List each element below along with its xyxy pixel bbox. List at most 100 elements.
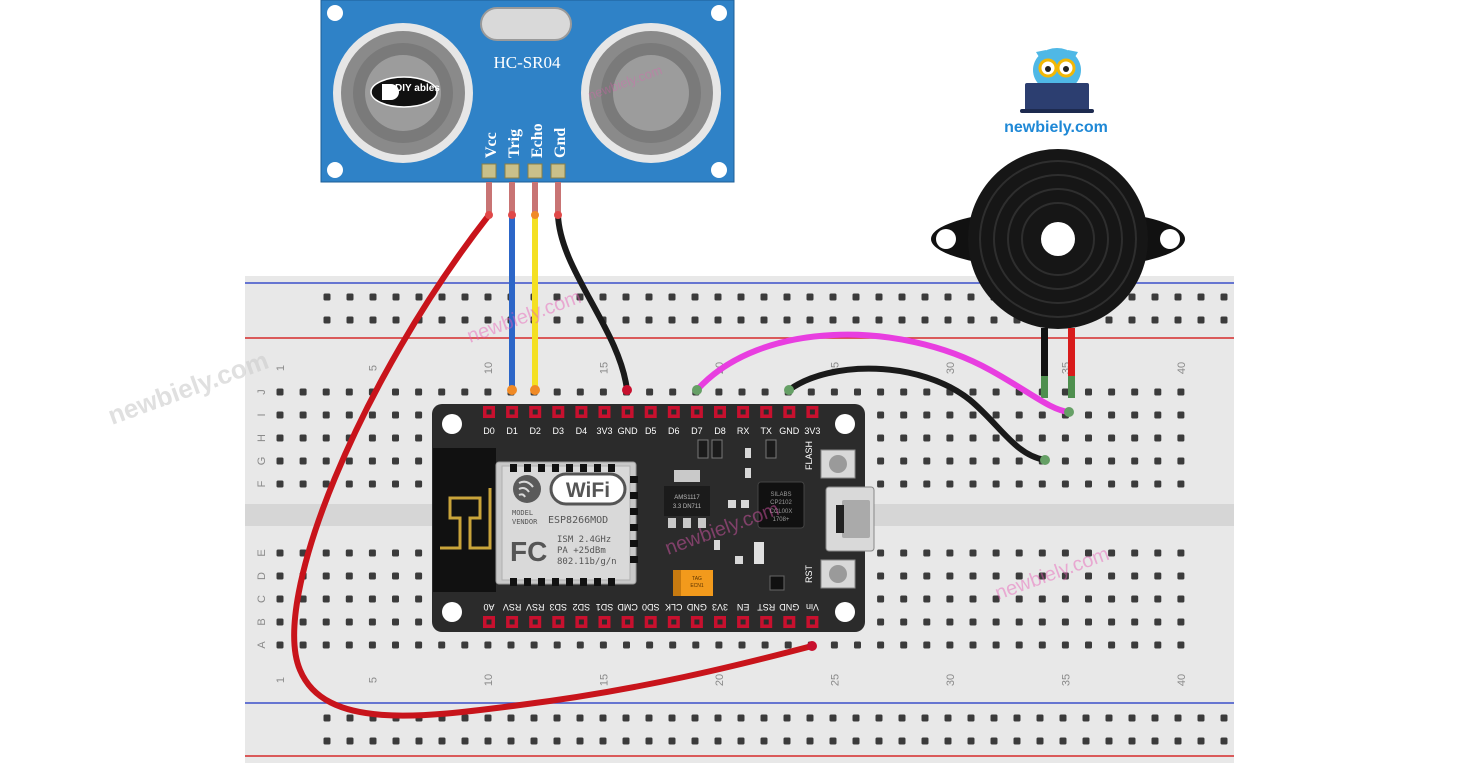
breadboard-hole	[322, 457, 330, 465]
breadboard-hole	[646, 388, 654, 396]
breadboard-hole	[1177, 549, 1185, 557]
breadboard-hole	[877, 641, 885, 649]
rail-hole	[576, 316, 584, 324]
breadboard-hole	[992, 388, 1000, 396]
rail-hole	[438, 316, 446, 324]
breadboard-hole	[276, 641, 284, 649]
breadboard-hole	[461, 388, 469, 396]
row-letter: E	[256, 549, 268, 556]
breadboard-hole	[946, 572, 954, 580]
rail-hole	[967, 714, 975, 722]
bottom-pin-label: CLK	[665, 602, 683, 612]
breadboard-hole	[322, 595, 330, 603]
piezo-buzzer-icon	[931, 149, 1185, 398]
module-model-label: MODEL	[512, 509, 533, 517]
rail-hole	[714, 293, 722, 301]
owl-laptop-icon	[1020, 48, 1094, 113]
breadboard-hole	[1015, 480, 1023, 488]
breadboard-hole	[715, 641, 723, 649]
rail-hole	[484, 316, 492, 324]
breadboard-hole	[738, 388, 746, 396]
breadboard-hole	[392, 457, 399, 465]
rail-hole	[737, 316, 745, 324]
breadboard-hole	[1131, 595, 1139, 603]
breadboard-hole	[322, 618, 330, 626]
rail-hole	[1220, 316, 1228, 324]
breadboard-hole	[923, 549, 931, 557]
bottom-pin-label: SD3	[550, 602, 568, 612]
breadboard-hole	[276, 595, 284, 603]
rail-hole	[691, 737, 699, 745]
breadboard-hole	[576, 641, 584, 649]
breadboard-hole	[461, 641, 469, 649]
breadboard-hole	[415, 434, 423, 442]
breadboard-hole	[1108, 549, 1116, 557]
breadboard-hole	[345, 411, 353, 419]
top-pin-label: D3	[553, 426, 565, 436]
rail-hole	[599, 714, 607, 722]
row-letter: C	[256, 595, 268, 603]
breadboard-hole	[299, 595, 307, 603]
breadboard-hole	[276, 457, 284, 465]
breadboard-hole	[322, 549, 330, 557]
breadboard-hole	[1154, 549, 1162, 557]
breadboard-hole	[900, 480, 908, 488]
rail-hole	[392, 293, 400, 301]
brand: newbiely.com	[1004, 48, 1108, 136]
ultrasonic-sensor: DIY ables HC-SR04 Vcc Trig Echo Gnd	[320, 0, 735, 212]
rail-hole	[898, 737, 906, 745]
breadboard-hole	[854, 388, 861, 396]
rail-hole	[944, 293, 952, 301]
breadboard-hole	[1038, 434, 1046, 442]
module-pads	[510, 464, 638, 586]
breadboard-hole	[299, 434, 307, 442]
capacitor-text-2: ECN1	[690, 583, 704, 589]
rail-hole	[599, 293, 607, 301]
column-number: 5	[367, 365, 379, 371]
top-pin-label: 3V3	[804, 426, 820, 436]
breadboard-hole	[1154, 618, 1162, 626]
rail-hole	[783, 714, 791, 722]
rail-hole	[806, 293, 814, 301]
column-number: 25	[829, 674, 841, 686]
breadboard-hole	[392, 388, 399, 396]
breadboard-hole	[415, 549, 423, 557]
rail-hole	[1036, 737, 1044, 745]
rail-hole	[1151, 293, 1159, 301]
rail-hole	[783, 737, 791, 745]
flash-label: FLASH	[804, 441, 814, 470]
breadboard-hole	[1038, 572, 1046, 580]
top-pin-label: RX	[737, 426, 750, 436]
top-pin-label: D8	[714, 426, 726, 436]
breadboard-hole	[345, 388, 353, 396]
breadboard-hole	[1085, 595, 1092, 603]
breadboard-hole	[599, 641, 607, 649]
breadboard-hole	[345, 641, 353, 649]
breadboard-hole	[900, 618, 908, 626]
column-number: 15	[598, 674, 610, 686]
breadboard-hole	[1108, 595, 1116, 603]
breadboard-hole	[1085, 434, 1092, 442]
breadboard-hole	[599, 388, 607, 396]
rail-hole	[530, 714, 538, 722]
rail-hole	[714, 737, 722, 745]
rail-hole	[921, 737, 929, 745]
breadboard-hole	[1061, 572, 1069, 580]
breadboard-hole	[1177, 388, 1185, 396]
breadboard-hole	[276, 480, 284, 488]
breadboard-hole	[946, 457, 954, 465]
breadboard-hole	[923, 388, 931, 396]
breadboard-hole	[345, 549, 353, 557]
breadboard-hole	[1154, 480, 1162, 488]
rail-hole	[668, 737, 676, 745]
rail-hole	[415, 737, 423, 745]
breadboard-hole	[415, 457, 423, 465]
breadboard-hole	[715, 388, 723, 396]
breadboard-hole	[368, 595, 376, 603]
module-spec-2: PA +25dBm	[557, 546, 606, 556]
breadboard-hole	[1038, 641, 1046, 649]
regulator-text-2: 3.3 DN711	[673, 504, 702, 510]
rail-hole	[1059, 737, 1067, 745]
module-spec-3: 802.11b/g/n	[557, 557, 617, 567]
